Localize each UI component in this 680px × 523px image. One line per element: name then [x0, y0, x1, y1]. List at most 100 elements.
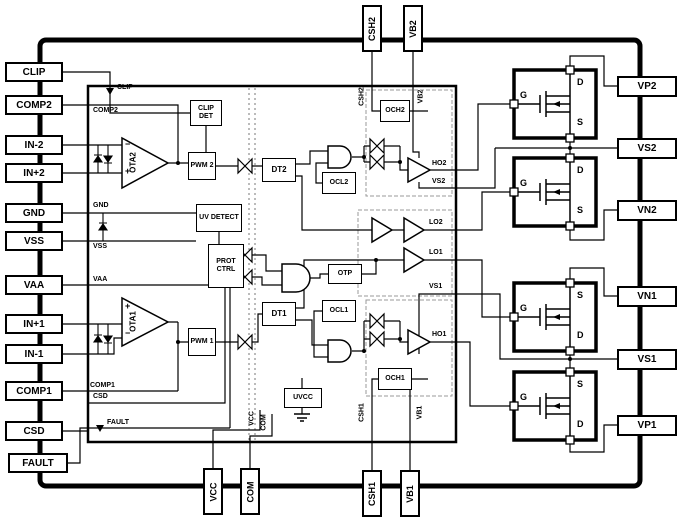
pin-vb1: VB1 — [400, 470, 420, 517]
pin-in-minus1-label: IN-1 — [24, 348, 44, 360]
net-lo2: LO2 — [429, 219, 443, 226]
and-gate-ho1 — [327, 339, 352, 363]
mosfet3-gate-label: G — [520, 303, 528, 313]
block-ocl2: OCL2 — [322, 172, 356, 194]
ground-symbol — [294, 413, 310, 422]
pin-in-plus2: IN+2 — [5, 163, 63, 183]
mosfet-4 — [509, 367, 575, 445]
ota1-minus-sign: − — [125, 328, 131, 338]
block-dt1: DT1 — [262, 302, 296, 326]
mosfet2-top-label: D — [577, 165, 584, 175]
and-gate-protection — [281, 263, 311, 293]
driver-triangles — [371, 156, 432, 356]
pin-in-plus1-label: IN+1 — [23, 318, 45, 330]
driver-lo2-b — [403, 216, 426, 244]
pin-vaa: VAA — [5, 275, 63, 295]
net-csd: CSD — [93, 393, 108, 400]
pin-vp2-label: VP2 — [637, 81, 657, 92]
pin-com: COM — [240, 468, 260, 515]
mosfet1-bottom-label: S — [577, 117, 584, 127]
block-pwm2: PWM 2 — [188, 152, 216, 180]
pin-vp2: VP2 — [617, 76, 677, 97]
pin-clip: CLIP — [5, 62, 63, 82]
and-gate-ho2 — [327, 145, 352, 169]
pin-clip-label: CLIP — [22, 66, 46, 78]
level-shift-divider — [248, 88, 256, 440]
mosfet3-top-label: S — [577, 290, 584, 300]
package-outline — [37, 37, 643, 489]
pin-csd: CSD — [5, 421, 63, 441]
mosfet-symbols — [509, 65, 575, 445]
pin-fault: FAULT — [8, 453, 68, 473]
dashed-section-boundaries — [357, 89, 453, 397]
pin-vn2-label: VN2 — [637, 205, 657, 216]
net-comp1: COMP1 — [90, 382, 115, 389]
pin-vb1-label: VB1 — [405, 484, 416, 503]
ota2-plus-sign: + — [125, 166, 131, 176]
level-shifter-symbols — [237, 137, 385, 351]
mosfet1-top-label: D — [577, 77, 584, 87]
driver-lo1 — [403, 246, 426, 274]
pin-in-minus2-label: IN-2 — [24, 139, 44, 151]
net-vb1: VB1 — [416, 405, 424, 420]
pin-vs2: VS2 — [617, 138, 677, 159]
pin-vn2: VN2 — [617, 200, 677, 221]
pin-gnd: GND — [5, 203, 63, 223]
mosfet4-gate-label: G — [520, 392, 528, 402]
pin-csd-label: CSD — [23, 425, 45, 437]
pin-in-minus2: IN-2 — [5, 135, 63, 155]
pin-fault-label: FAULT — [22, 457, 54, 469]
input-clamp-diodes — [92, 145, 114, 354]
net-comp2: COMP2 — [93, 107, 118, 114]
pin-csh2-label: CSH2 — [367, 16, 378, 41]
pin-vss-label: VSS — [23, 235, 44, 247]
pin-vcc-label: VCC — [208, 481, 219, 502]
pin-in-minus1: IN-1 — [5, 344, 63, 364]
junction-dots — [176, 146, 572, 361]
block-dt2: DT2 — [262, 158, 296, 182]
net-vs2: VS2 — [432, 178, 446, 185]
outlines — [37, 37, 643, 489]
ota2-triangle — [121, 136, 170, 190]
block-pwm1: PWM 1 — [188, 328, 216, 356]
driver-lo2-a — [371, 216, 394, 244]
net-gnd: GND — [93, 202, 109, 209]
block-uv-detect: UV DETECT — [196, 204, 242, 232]
pin-in-plus1: IN+1 — [5, 314, 63, 334]
pin-vb2: VB2 — [403, 5, 423, 52]
pin-com-label: COM — [245, 481, 255, 502]
net-fault: FAULT — [107, 419, 130, 426]
pin-csh2: CSH2 — [362, 5, 382, 52]
pin-vn1: VN1 — [617, 286, 677, 307]
pin-vss: VSS — [5, 231, 63, 251]
net-vaa: VAA — [93, 276, 108, 283]
net-ho2: HO2 — [432, 160, 447, 167]
mosfet4-top-label: S — [577, 379, 584, 389]
pin-vp1-label: VP1 — [637, 420, 657, 431]
pin-vp1: VP1 — [617, 415, 677, 436]
net-ho1: HO1 — [432, 331, 447, 338]
signal-direction-arrows — [96, 88, 114, 432]
net-clip: CLIP — [117, 84, 133, 91]
pin-comp1: COMP1 — [5, 381, 63, 401]
block-ocl1: OCL1 — [322, 300, 356, 322]
ota2-minus-sign: − — [125, 139, 131, 149]
block-clip-det: CLIP DET — [190, 100, 222, 126]
block-otp: OTP — [328, 264, 362, 284]
mosfet-1 — [509, 65, 575, 143]
mosfet2-bottom-label: S — [577, 205, 584, 215]
pin-vs2-label: VS2 — [637, 143, 657, 154]
fault-arrow — [96, 425, 104, 432]
driver-ho1 — [407, 328, 432, 356]
net-lo1: LO1 — [429, 249, 443, 256]
pin-comp2-label: COMP2 — [16, 99, 52, 111]
mosfet4-bottom-label: D — [577, 419, 584, 429]
net-vb2: VB2 — [417, 89, 425, 104]
pin-vs1-label: VS1 — [637, 354, 657, 365]
block-och2: OCH2 — [380, 100, 410, 122]
driver-ho2 — [407, 156, 432, 184]
net-vcc: VCC — [248, 411, 256, 426]
pin-vb2-label: VB2 — [408, 19, 419, 38]
pin-vn1-label: VN1 — [637, 291, 657, 302]
